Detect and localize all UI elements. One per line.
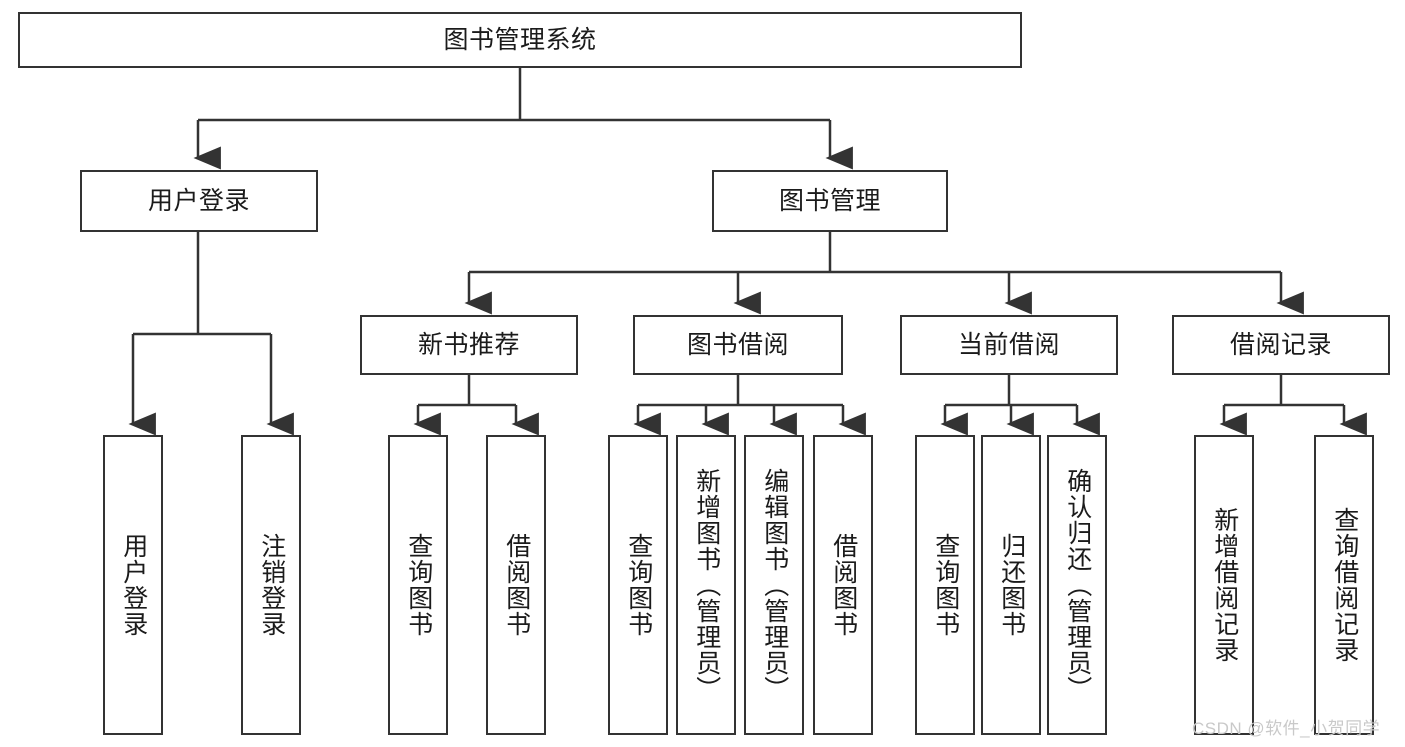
watermark-text: CSDN @软件_小贺同学 [1192, 719, 1381, 738]
node-borrow-record-label: 借阅记录 [1229, 331, 1332, 359]
node-leaf-query-book-1-label: 查询图书 [404, 533, 433, 637]
node-leaf-logout-label: 注销登录 [257, 533, 286, 637]
node-leaf-query-book-2-label: 查询图书 [624, 533, 653, 637]
node-leaf-add-book[interactable]: 新增图书（管理员） [676, 435, 736, 735]
node-leaf-borrow-book-2[interactable]: 借阅图书 [813, 435, 873, 735]
node-leaf-query-book-1[interactable]: 查询图书 [388, 435, 448, 735]
node-book-manage[interactable]: 图书管理 [712, 170, 948, 232]
node-leaf-query-book-3[interactable]: 查询图书 [915, 435, 975, 735]
node-leaf-query-record-label: 查询借阅记录 [1330, 507, 1359, 663]
node-user-login[interactable]: 用户登录 [80, 170, 318, 232]
node-root[interactable]: 图书管理系统 [18, 12, 1022, 68]
node-user-login-label: 用户登录 [147, 187, 250, 215]
node-leaf-query-record[interactable]: 查询借阅记录 [1314, 435, 1374, 735]
node-leaf-add-record[interactable]: 新增借阅记录 [1194, 435, 1254, 735]
node-current-borrow-label: 当前借阅 [957, 331, 1060, 359]
node-leaf-return-book-label: 归还图书 [997, 533, 1026, 637]
node-leaf-user-login-label: 用户登录 [119, 533, 148, 637]
node-leaf-borrow-book-1-label: 借阅图书 [502, 533, 531, 637]
node-leaf-query-book-3-label: 查询图书 [931, 533, 960, 637]
node-leaf-return-book[interactable]: 归还图书 [981, 435, 1041, 735]
node-current-borrow[interactable]: 当前借阅 [900, 315, 1118, 375]
node-leaf-add-book-label: 新增图书（管理员） [692, 468, 721, 702]
node-borrow-record[interactable]: 借阅记录 [1172, 315, 1390, 375]
node-book-manage-label: 图书管理 [778, 187, 881, 215]
node-root-label: 图书管理系统 [443, 26, 597, 54]
node-new-book-recommend-label: 新书推荐 [417, 331, 520, 359]
node-leaf-confirm-return[interactable]: 确认归还（管理员） [1047, 435, 1107, 735]
node-leaf-borrow-book-1[interactable]: 借阅图书 [486, 435, 546, 735]
node-leaf-confirm-return-label: 确认归还（管理员） [1063, 468, 1092, 702]
node-leaf-edit-book-label: 编辑图书（管理员） [760, 468, 789, 702]
node-leaf-edit-book[interactable]: 编辑图书（管理员） [744, 435, 804, 735]
node-book-borrow[interactable]: 图书借阅 [633, 315, 843, 375]
node-leaf-logout[interactable]: 注销登录 [241, 435, 301, 735]
node-leaf-borrow-book-2-label: 借阅图书 [829, 533, 858, 637]
node-leaf-add-record-label: 新增借阅记录 [1210, 507, 1239, 663]
node-leaf-query-book-2[interactable]: 查询图书 [608, 435, 668, 735]
node-new-book-recommend[interactable]: 新书推荐 [360, 315, 578, 375]
node-leaf-user-login[interactable]: 用户登录 [103, 435, 163, 735]
node-book-borrow-label: 图书借阅 [686, 331, 789, 359]
